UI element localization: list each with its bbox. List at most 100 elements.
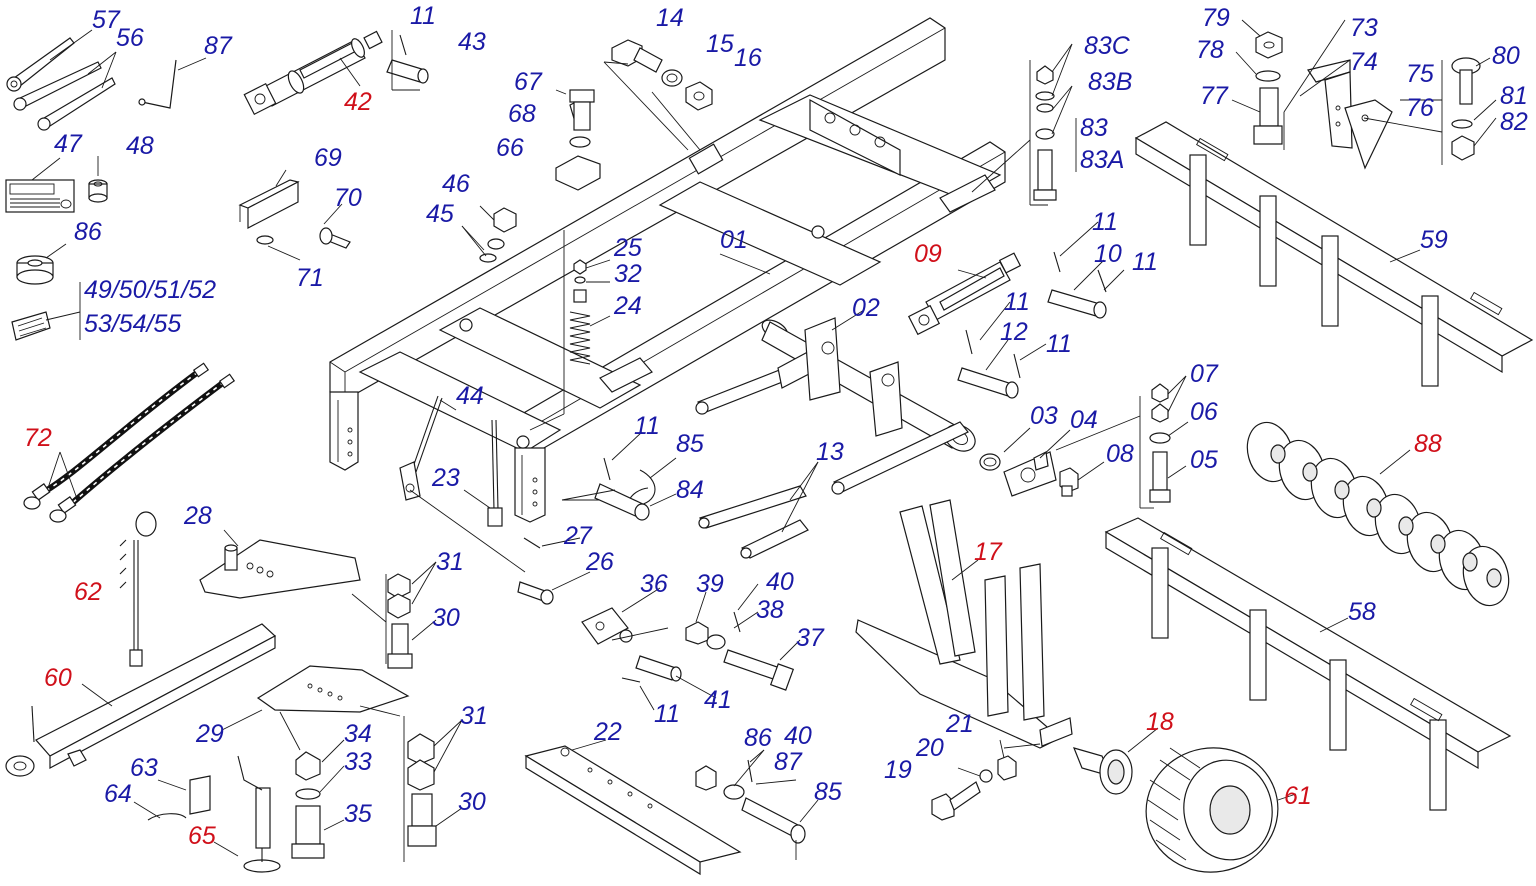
wheel-61 xyxy=(1145,747,1279,873)
hub-18 xyxy=(1072,747,1133,795)
callout-83C: 83C xyxy=(1084,32,1130,60)
callout-31b: 31 xyxy=(460,702,488,730)
callout-60: 60 xyxy=(44,664,72,692)
callout-76: 76 xyxy=(1406,94,1434,122)
callout-83A: 83A xyxy=(1080,146,1125,174)
callout-21: 21 xyxy=(946,710,974,738)
callout-61: 61 xyxy=(1284,782,1312,810)
callout-47: 47 xyxy=(54,130,82,158)
callout-72: 72 xyxy=(24,424,52,452)
bolt-33-35 xyxy=(291,751,325,859)
callout-88: 88 xyxy=(1414,430,1442,458)
callout-13: 13 xyxy=(816,438,844,466)
bushing-48 xyxy=(88,179,108,203)
callout-79: 79 xyxy=(1202,4,1230,32)
clevis-36 xyxy=(581,607,633,645)
callout-49-52: 49/50/51/52 xyxy=(84,276,217,304)
bolt-77-79 xyxy=(1253,31,1283,145)
callout-86: 86 xyxy=(74,218,102,246)
callout-23: 23 xyxy=(432,464,460,492)
bolt-30-31-upper xyxy=(387,573,413,669)
callout-15: 15 xyxy=(706,30,734,58)
callout-28: 28 xyxy=(184,502,212,530)
bolt-30-31-lower xyxy=(407,733,437,847)
callout-58: 58 xyxy=(1348,598,1376,626)
callout-64: 64 xyxy=(104,780,132,808)
pin-10-12 xyxy=(957,251,1107,399)
callout-44: 44 xyxy=(456,382,484,410)
pin-43 xyxy=(386,34,429,84)
callout-59: 59 xyxy=(1420,226,1448,254)
callout-19: 19 xyxy=(884,756,912,784)
pin-84-85 xyxy=(594,457,656,521)
callout-57: 57 xyxy=(92,6,120,34)
callout-74: 74 xyxy=(1350,48,1378,76)
hydraulic-hoses-72 xyxy=(23,362,236,523)
ring-03 xyxy=(979,453,1001,471)
callout-70: 70 xyxy=(334,184,362,212)
main-frame-01 xyxy=(329,17,1006,523)
callout-56: 56 xyxy=(116,24,144,52)
callout-06: 06 xyxy=(1190,398,1218,426)
leader-lines xyxy=(31,19,1497,862)
callout-11e: 11 xyxy=(1046,330,1072,358)
callout-78: 78 xyxy=(1196,36,1224,64)
axle-02 xyxy=(695,317,976,495)
callout-53-55: 53/54/55 xyxy=(84,310,182,338)
bolt-19-21 xyxy=(931,755,1017,821)
callout-20: 20 xyxy=(916,734,944,762)
discs-88 xyxy=(1246,421,1510,607)
callout-48: 48 xyxy=(126,132,154,160)
jack-65 xyxy=(147,755,281,873)
callout-37: 37 xyxy=(796,624,824,652)
rod-23 xyxy=(487,419,503,527)
callout-40: 40 xyxy=(766,568,794,596)
callout-11b: 11 xyxy=(1092,208,1118,236)
callout-22: 22 xyxy=(594,718,622,746)
callout-85b: 85 xyxy=(814,778,842,806)
callout-71: 71 xyxy=(296,264,324,292)
callout-81: 81 xyxy=(1500,82,1528,110)
callout-45: 45 xyxy=(426,200,454,228)
bolt-83 xyxy=(1033,65,1057,201)
callout-87: 87 xyxy=(204,32,232,60)
callout-33: 33 xyxy=(344,748,372,776)
callout-69: 69 xyxy=(314,144,342,172)
callout-27: 27 xyxy=(564,522,592,550)
callout-26: 26 xyxy=(586,548,614,576)
callout-80: 80 xyxy=(1492,42,1520,70)
callout-11g: 11 xyxy=(654,700,680,728)
nipple-08 xyxy=(1059,467,1079,497)
rod-44 xyxy=(399,395,443,501)
callout-67: 67 xyxy=(514,68,542,96)
callout-36: 36 xyxy=(640,570,668,598)
hook-62 xyxy=(119,511,157,667)
callout-41: 41 xyxy=(704,686,732,714)
pin-70-71 xyxy=(256,227,351,249)
spring-24-25-32 xyxy=(569,259,591,365)
hex-key-87 xyxy=(138,59,177,109)
brackets-73-74 xyxy=(1307,59,1353,149)
callout-24: 24 xyxy=(614,292,642,320)
callout-01: 01 xyxy=(720,226,748,254)
callout-03: 03 xyxy=(1030,402,1058,430)
callout-05: 05 xyxy=(1190,446,1218,474)
brackets-75-76 xyxy=(1344,99,1393,170)
wheel-stand-17 xyxy=(855,499,1073,749)
callout-39: 39 xyxy=(696,570,724,598)
beam-59 xyxy=(1134,121,1534,387)
bolt-80-82 xyxy=(1451,57,1481,161)
callout-12: 12 xyxy=(1000,318,1028,346)
callout-63: 63 xyxy=(130,754,158,782)
callout-82: 82 xyxy=(1500,108,1528,136)
drawbar-60 xyxy=(5,623,277,777)
beam-22 xyxy=(524,745,742,876)
callout-29: 29 xyxy=(196,720,224,748)
callout-11d: 11 xyxy=(1004,288,1030,316)
callout-43: 43 xyxy=(458,28,486,56)
callout-14: 14 xyxy=(656,4,684,32)
callout-83: 83 xyxy=(1080,114,1108,142)
callout-30b: 30 xyxy=(458,788,486,816)
callout-68: 68 xyxy=(508,100,536,128)
